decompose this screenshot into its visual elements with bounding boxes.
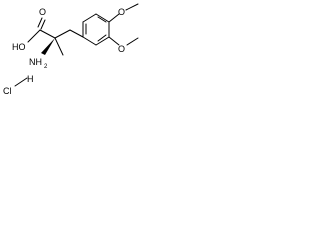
bond-ch2-ring bbox=[69, 29, 84, 38]
wedge-bond-alpha-amine bbox=[41, 38, 55, 55]
salt-hydrogen-label: H bbox=[27, 74, 34, 84]
methoxy-4-oxygen-label: O bbox=[118, 44, 125, 54]
ring-bond-2 bbox=[82, 13, 97, 23]
bond-carbonyl-double-b bbox=[40, 19, 46, 30]
bond-ring-methoxy-4-oxygen bbox=[108, 36, 120, 46]
bond-methoxy-4-methyl bbox=[126, 37, 139, 46]
bond-alpha-ch2 bbox=[54, 29, 71, 39]
bond-ring-methoxy-3-oxygen bbox=[108, 13, 120, 23]
bond-h-cl bbox=[14, 77, 28, 87]
carbonyl-oxygen-label: O bbox=[39, 7, 46, 17]
bond-carbonyl-double-a bbox=[37, 17, 43, 28]
methoxy-3-oxygen-label: O bbox=[118, 7, 125, 17]
ring-inner-double-2 bbox=[97, 16, 107, 23]
ring-bond-5 bbox=[95, 36, 110, 46]
hydroxyl-label: HO bbox=[12, 42, 26, 52]
bond-alpha-methyl bbox=[54, 37, 64, 56]
chloride-label: Cl bbox=[3, 86, 12, 96]
chemical-structure: HO O NH 2 O O Cl H bbox=[3, 3, 139, 96]
amine-label: NH bbox=[29, 57, 42, 67]
bond-c-oh bbox=[27, 29, 41, 43]
ring-bond-3 bbox=[95, 13, 110, 23]
bond-methoxy-3-methyl bbox=[125, 3, 139, 11]
amine-subscript: 2 bbox=[44, 64, 48, 70]
ring-bond-6 bbox=[82, 36, 97, 46]
bond-carboxyl-alpha bbox=[39, 29, 56, 39]
ring-inner-double-3 bbox=[97, 34, 107, 42]
